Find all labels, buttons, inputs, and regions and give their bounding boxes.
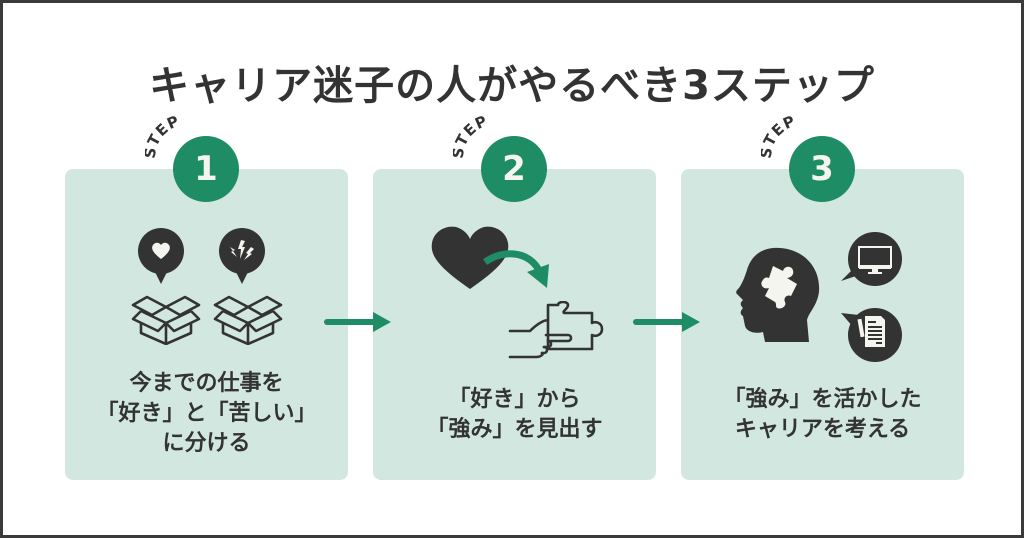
step-2-description: 「好き」から 「強み」を見出す	[373, 385, 656, 445]
step-card-1	[65, 169, 348, 480]
step-1-description: 今までの仕事を 「好き」と「苦しい」 に分ける	[65, 369, 348, 459]
open-box-icon	[131, 295, 201, 345]
step-label-3: STEP	[761, 112, 798, 160]
curved-arrow-icon	[483, 250, 549, 288]
step-3-line-2: キャリアを考える	[734, 417, 911, 442]
step-label-1: STEP	[145, 112, 182, 160]
monitor-speech-bubble-icon	[841, 232, 902, 286]
step-number-badge-2: 2	[481, 136, 547, 202]
step-card-2	[373, 169, 656, 480]
heart-icon	[431, 226, 509, 289]
page-title: キャリア迷子の人がやるべき3ステップ	[149, 63, 875, 109]
step-label-2: STEP	[453, 112, 490, 160]
heart-speech-bubble-icon	[138, 228, 184, 284]
hand-holding-puzzle-icon	[508, 301, 604, 359]
infographic-frame: キャリア迷子の人がやるべき3ステップ STEP STEP STEP 1 2 3	[3, 3, 1021, 535]
lightning-speech-bubble-icon	[219, 228, 265, 284]
step-3-line-1: 「強み」を活かした	[723, 387, 922, 412]
step-2-line-2: 「強み」を見出す	[426, 417, 603, 442]
step-1-line-2: 「好き」と「苦しい」	[96, 401, 317, 426]
step-number-badge-1: 1	[173, 136, 239, 202]
step-number-badge-3: 3	[789, 136, 855, 202]
head-with-puzzle-icon	[736, 247, 820, 342]
step-3-description: 「強み」を活かした キャリアを考える	[681, 385, 964, 445]
step-1-line-3: に分ける	[162, 431, 251, 456]
right-arrow-icon	[324, 312, 391, 332]
step-2-line-1: 「好き」から	[448, 387, 581, 412]
right-arrow-icon	[633, 312, 700, 332]
step-1-line-1: 今までの仕事を	[129, 371, 284, 396]
open-box-icon	[213, 295, 283, 345]
step-card-3	[681, 169, 964, 480]
document-speech-bubble-icon	[841, 308, 902, 362]
